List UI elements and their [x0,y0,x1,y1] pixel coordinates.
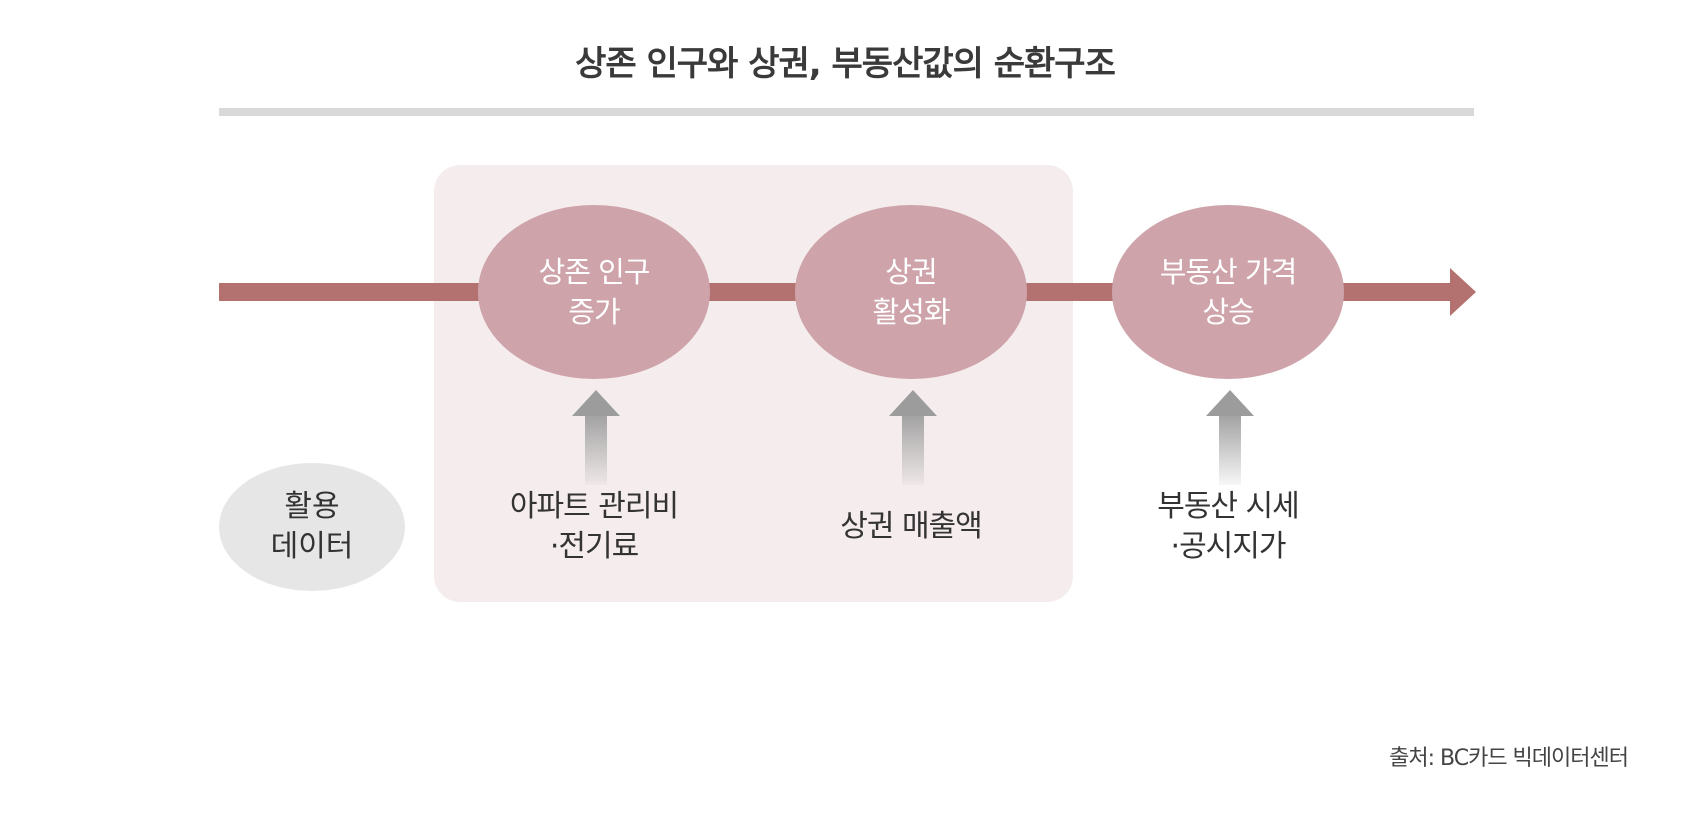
source-note: 출처: BC카드 빅데이터센터 [1389,746,1629,771]
data-badge-label: 활용 데이터 [270,489,354,564]
up-arrow-icon [889,390,937,485]
node-resident-population: 상존 인구 증가 [478,205,710,379]
node-real-estate-rise: 부동산 가격 상승 [1112,205,1344,379]
up-arrow-icon [1206,390,1254,485]
data-source-label: 아파트 관리비 ·전기료 [509,489,679,564]
data-source-label: 부동산 시세 ·공시지가 [1157,489,1300,564]
diagram-title: 상존 인구와 상권, 부동산값의 순환구조 [575,44,1116,84]
title-divider [219,108,1474,116]
data-badge: 활용 데이터 [219,463,405,591]
node-commercial-activation: 상권 활성화 [795,205,1027,379]
node-label: 부동산 가격 상승 [1159,255,1298,329]
up-arrow-icon [572,390,620,485]
data-source-label: 상권 매출액 [840,509,983,544]
node-label: 상권 활성화 [872,255,950,329]
flow-arrow-head-icon [1450,268,1476,316]
node-label: 상존 인구 증가 [538,255,651,329]
